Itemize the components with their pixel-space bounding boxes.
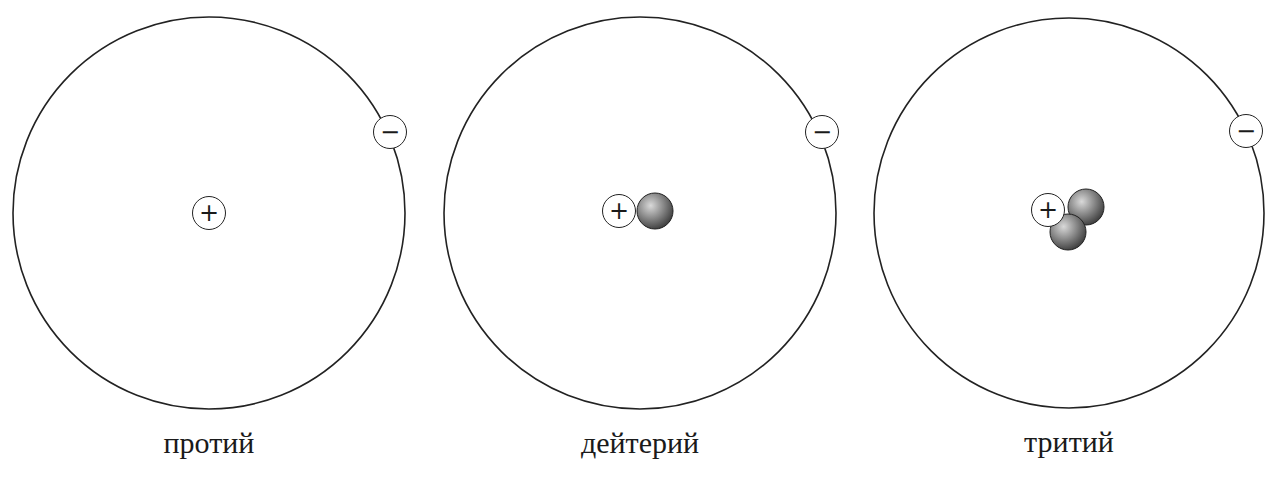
orbit-circle [13,17,405,409]
charge-sign: − [380,120,400,144]
charge-sign: + [609,199,629,223]
charge-sign: + [1038,198,1058,222]
orbit-outline [873,17,1265,409]
charge-sign: − [1236,119,1256,143]
isotope-name: протий [164,426,255,460]
orbit-circle [874,18,1264,408]
neutron [637,193,673,229]
particle-circle: + [1031,193,1065,227]
charge-sign: + [199,201,219,225]
particle-circle: + [192,196,226,230]
isotope-name: дейтерий [581,426,699,460]
particle-circle: + [602,194,636,228]
isotope-name: тритий [1024,425,1114,459]
atom-orbit: тритий+− [873,17,1265,409]
particle-circle: − [805,115,839,149]
particle-circle: − [1229,114,1263,148]
particle-circle: − [373,115,407,149]
orbit-circle [444,17,836,409]
atom-orbit: протий+− [12,16,406,410]
orbit-outline [443,16,837,410]
charge-sign: − [812,120,832,144]
atom-orbit: дейтерий+− [443,16,837,410]
